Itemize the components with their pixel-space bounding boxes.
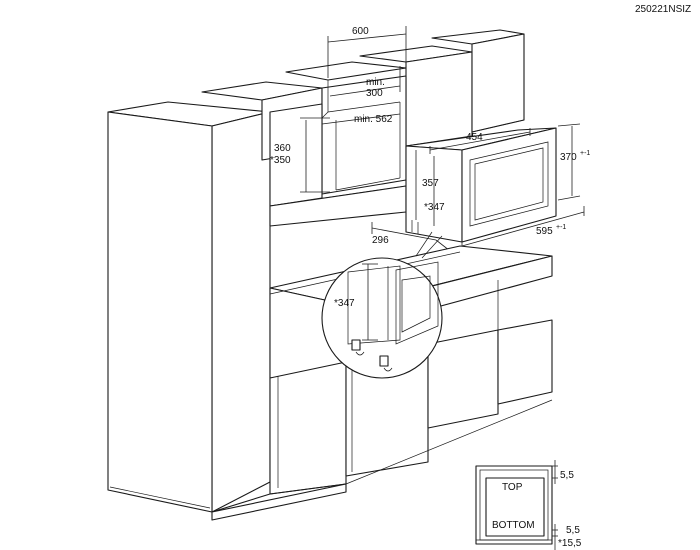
appliance-height-total-label: 370 [560, 152, 577, 163]
appliance-front-width-label: 595 [536, 226, 553, 237]
section-gap-bottom-a-label: 5,5 [566, 525, 580, 536]
appliance-height-tol-label: +-1 [580, 150, 590, 157]
section-view: TOP BOTTOM 5,5 5,5 *15,5 [475, 460, 582, 550]
appliance-body-height-label: 357 [422, 178, 439, 189]
section-bottom-label: BOTTOM [492, 520, 535, 531]
wall-cabinets [201, 29, 525, 227]
appliance-body-height-alt-label: *347 [424, 202, 445, 213]
section-gap-top-label: 5,5 [560, 470, 574, 481]
detail-magnifier: *347 [321, 231, 443, 379]
section-top-label: TOP [502, 482, 523, 493]
niche-height-a-label: 360 [274, 143, 291, 154]
drawing-code: 250221NSIZ [635, 4, 691, 15]
section-gap-bottom-b-label: *15,5 [558, 538, 582, 549]
niche-width-label: 600 [352, 26, 369, 37]
tall-cabinet [107, 101, 271, 513]
niche-min-depth-top-label: min. [366, 77, 385, 88]
appliance-width-label: 454 [466, 132, 483, 143]
detail-height-label: *347 [334, 298, 355, 309]
appliance-depth-label: 296 [372, 235, 389, 246]
niche-height-b-label: *350 [270, 155, 291, 166]
niche-min-depth-bottom-label: min. 562 [354, 114, 393, 125]
niche-min-depth-top-value: 300 [366, 88, 383, 99]
niche-dimensions: 600 min. 300 min. 562 360 *350 [270, 26, 407, 193]
appliance-front-width-tol-label: +-1 [556, 224, 566, 231]
